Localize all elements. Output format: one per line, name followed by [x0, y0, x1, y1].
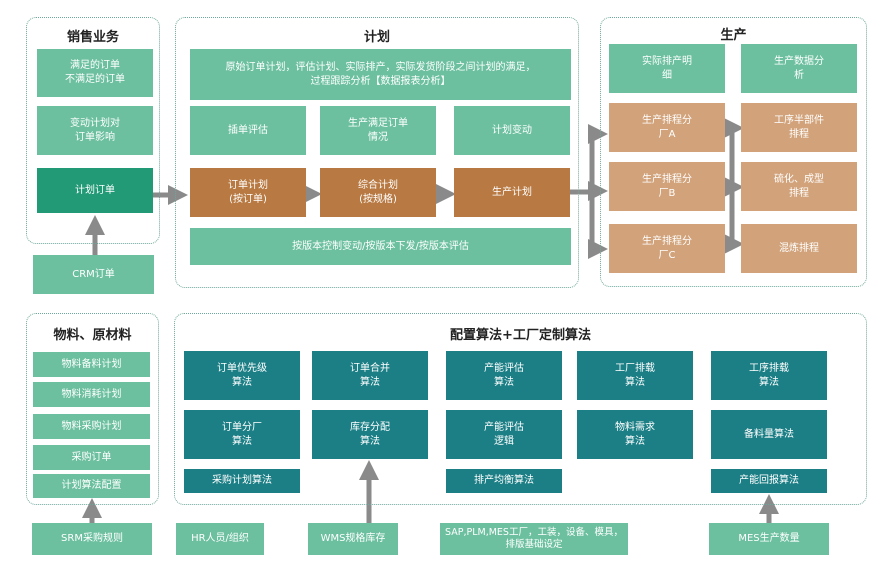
algo-box[interactable]: 工序排载 算法 — [711, 351, 827, 400]
algorithms-title: 配置算法+工厂定制算法 — [450, 328, 591, 343]
algo-box[interactable]: 采购计划算法 — [184, 469, 300, 493]
plan-production-plan[interactable]: 生产计划 — [454, 168, 570, 217]
algorithms-panel: 配置算法+工厂定制算法 — [174, 313, 867, 505]
materials-item[interactable]: 物料消耗计划 — [33, 382, 150, 407]
production-process-mix[interactable]: 混炼排程 — [741, 224, 857, 273]
hr-source[interactable]: HR人员/组织 — [176, 523, 264, 555]
algo-box[interactable]: 订单合并 算法 — [312, 351, 428, 400]
plan-tracking-analysis[interactable]: 原始订单计划，评估计划、实际排产，实际发货阶段之间计划的满足， 过程跟踪分析【数… — [190, 49, 571, 100]
materials-panel: 物料、原材料 — [26, 313, 159, 505]
algo-box[interactable]: 产能评估 逻辑 — [446, 410, 562, 459]
production-data-analysis[interactable]: 生产数据分 析 — [741, 44, 857, 93]
algo-box[interactable]: 订单分厂 算法 — [184, 410, 300, 459]
plan-order-fulfillment[interactable]: 生产满足订单 情况 — [320, 106, 436, 155]
plan-title: 计划 — [363, 30, 390, 45]
production-title: 生产 — [720, 28, 747, 43]
sales-title: 销售业务 — [66, 30, 119, 45]
algo-box[interactable]: 备料量算法 — [711, 410, 827, 459]
arrow-to-factory-c — [588, 190, 608, 259]
sap-plm-mes-source[interactable]: SAP,PLM,MES工厂，工装，设备、模具， 排版基础设定 — [440, 523, 628, 555]
materials-item[interactable]: 物料备料计划 — [33, 352, 150, 377]
algo-box[interactable]: 订单优先级 算法 — [184, 351, 300, 400]
production-process-semi[interactable]: 工序半部件 排程 — [741, 103, 857, 152]
plan-order-plan[interactable]: 订单计划 (按订单) — [190, 168, 306, 217]
mes-quantity-source[interactable]: MES生产数量 — [709, 523, 829, 555]
algo-box[interactable]: 产能回报算法 — [711, 469, 827, 493]
algo-box[interactable]: 库存分配 算法 — [312, 410, 428, 459]
plan-composite-plan[interactable]: 综合计划 (按规格) — [320, 168, 436, 217]
plan-version-control[interactable]: 按版本控制变动/按版本下发/按版本评估 — [190, 228, 571, 265]
plan-change[interactable]: 计划变动 — [454, 106, 570, 155]
sales-panel: 销售业务 — [26, 17, 160, 244]
production-panel: 生产 — [600, 17, 867, 287]
production-factory-c[interactable]: 生产排程分 厂C — [609, 224, 725, 273]
algo-box[interactable]: 物料需求 算法 — [577, 410, 693, 459]
crm-order-source[interactable]: CRM订单 — [33, 255, 154, 294]
materials-item[interactable]: 物料采购计划 — [33, 414, 150, 439]
sales-order-status[interactable]: 满足的订单 不满足的订单 — [37, 49, 153, 97]
algo-box[interactable]: 产能评估 算法 — [446, 351, 562, 400]
production-factory-a[interactable]: 生产排程分 厂A — [609, 103, 725, 152]
materials-item[interactable]: 计划算法配置 — [33, 474, 150, 498]
materials-title: 物料、原材料 — [53, 328, 132, 343]
materials-item[interactable]: 采购订单 — [33, 445, 150, 470]
srm-rules-source[interactable]: SRM采购规则 — [32, 523, 152, 555]
sales-plan-change-impact[interactable]: 变动计划对 订单影响 — [37, 106, 153, 155]
production-process-cure[interactable]: 硫化、成型 排程 — [741, 162, 857, 211]
wms-source[interactable]: WMS规格库存 — [308, 523, 398, 555]
sales-planned-order[interactable]: 计划订单 — [37, 168, 153, 213]
production-factory-b[interactable]: 生产排程分 厂B — [609, 162, 725, 211]
arrow-to-process-3 — [724, 187, 744, 254]
production-actual-detail[interactable]: 实际排产明 细 — [609, 44, 725, 93]
algo-box[interactable]: 排产均衡算法 — [446, 469, 562, 493]
plan-insert-order-eval[interactable]: 插单评估 — [190, 106, 306, 155]
plan-panel: 计划 — [175, 17, 579, 288]
algo-box[interactable]: 工厂排载 算法 — [577, 351, 693, 400]
